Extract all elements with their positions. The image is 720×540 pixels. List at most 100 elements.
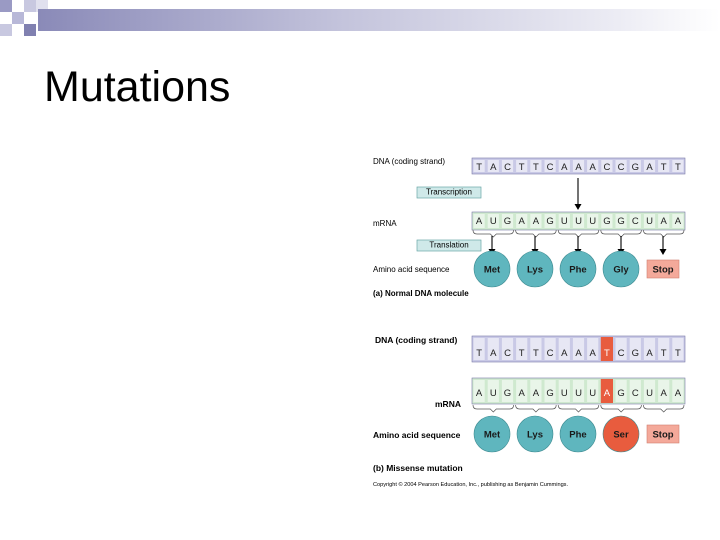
a-mrna-cell (558, 214, 570, 228)
a-mrna-base: G (546, 216, 553, 227)
a-mrna-base: A (519, 216, 526, 227)
header-bar (38, 9, 720, 31)
corner-square-4 (0, 24, 12, 36)
b-codon-bracket (515, 404, 557, 413)
a-mrna-cell (487, 214, 499, 228)
a-mrna-base: U (561, 216, 568, 227)
b-mrna-cell (572, 380, 585, 402)
b-mrna-cell (643, 380, 656, 402)
b-mrna-base: U (561, 388, 568, 399)
b-mrna-cell (587, 380, 599, 402)
b-dna-label: DNA (coding strand) (375, 335, 457, 345)
a-amino-circle (602, 250, 640, 288)
b-dna-cell (643, 338, 656, 360)
corner-square-1 (0, 0, 12, 12)
a-dna-cell (544, 160, 556, 172)
a-dna-cell (587, 160, 599, 172)
a-mrna-base: U (575, 216, 582, 227)
a-dna-base: A (646, 162, 653, 173)
a-dna-base: C (603, 162, 610, 173)
b-dna-cell (544, 338, 556, 360)
b-mrna-base: U (490, 388, 497, 399)
a-translation-label-box (416, 239, 482, 252)
b-amino-label: Lys (527, 430, 543, 441)
a-dna-cell (672, 160, 684, 172)
a-mrna-cell (587, 214, 599, 228)
a-dna-cell (629, 160, 641, 172)
a-mrna-base: U (589, 216, 596, 227)
b-dna-cell (516, 338, 528, 360)
a-codon-bracket (643, 229, 685, 238)
a-mrna-cell (473, 214, 485, 228)
b-mrna-base: A (476, 388, 483, 399)
b-mrna-base: C (632, 388, 639, 399)
copyright-note: Copyright © 2004 Pearson Education, Inc.… (373, 481, 568, 488)
a-amino-circle (473, 250, 511, 288)
b-mrna-cell (487, 380, 499, 402)
b-mrna-base: U (575, 388, 582, 399)
a-dna-base: G (632, 162, 639, 173)
a-amino-circle (559, 250, 597, 288)
corner-square-3 (24, 0, 36, 12)
b-dna-base: C (547, 348, 554, 359)
b-dna-cell (487, 338, 499, 360)
a-dna-base: C (547, 162, 554, 173)
a-mrna-cell (572, 214, 585, 228)
a-mrna-base: G (504, 216, 511, 227)
a-mrna-cell (501, 214, 514, 228)
b-amino-circle (559, 415, 597, 453)
b-dna-mutated-cell (600, 337, 613, 361)
a-mrna-cell (615, 214, 627, 228)
a-codon-bracket (472, 229, 514, 238)
b-mrna-cell (501, 380, 514, 402)
b-dna-cell (672, 338, 684, 360)
a-dna-label: DNA (coding strand) (373, 157, 445, 166)
slide-title: Mutations (44, 63, 231, 111)
a-mrna-base: U (490, 216, 497, 227)
a-dna-cell (615, 160, 627, 172)
a-mrna-cell (658, 214, 670, 228)
a-mrna-base: A (661, 216, 668, 227)
a-amino-circle (516, 250, 554, 288)
b-dna-base: T (661, 348, 667, 359)
a-mrna-base: G (603, 216, 610, 227)
a-amino-label: Phe (569, 265, 586, 276)
b-dna-cell (473, 338, 485, 360)
a-translation-arrow-head (659, 249, 667, 255)
a-dna-base: T (519, 162, 525, 173)
b-dna-base: T (675, 348, 681, 359)
a-dna-base: A (590, 162, 597, 173)
a-dna-cell (601, 160, 613, 172)
b-dna-base: A (490, 348, 497, 359)
a-amino-label: Lys (527, 265, 543, 276)
a-mrna-cell (544, 214, 556, 228)
a-mrna-label: mRNA (373, 219, 397, 228)
b-amino-label: Met (484, 430, 501, 441)
b-dna-cell (572, 338, 585, 360)
b-mrna-base: A (533, 388, 540, 399)
a-dna-base: T (476, 162, 482, 173)
b-mrna-base: A (675, 388, 682, 399)
a-mrna-base: U (646, 216, 653, 227)
b-mrna-cell (516, 380, 528, 402)
b-dna-base: C (618, 348, 625, 359)
a-mrna-cell (629, 214, 641, 228)
a-dna-cell (516, 160, 528, 172)
b-dna-base: A (561, 348, 568, 359)
corner-square-5 (24, 24, 36, 36)
a-mrna-cell (672, 214, 684, 228)
b-dna-cell (658, 338, 670, 360)
a-dna-cell (501, 160, 514, 172)
a-dna-cell (572, 160, 585, 172)
b-mrna-mutated-cell (600, 379, 613, 403)
a-transcription-arrow-head (574, 204, 582, 210)
b-mrna-base: G (617, 388, 624, 399)
b-mrna-base: G (546, 388, 553, 399)
a-mrna-cell (530, 214, 542, 228)
a-amino-label: Gly (613, 265, 629, 276)
a-dna-cell (487, 160, 499, 172)
b-amino-label: Ser (613, 430, 629, 441)
b-dna-base: T (533, 348, 539, 359)
